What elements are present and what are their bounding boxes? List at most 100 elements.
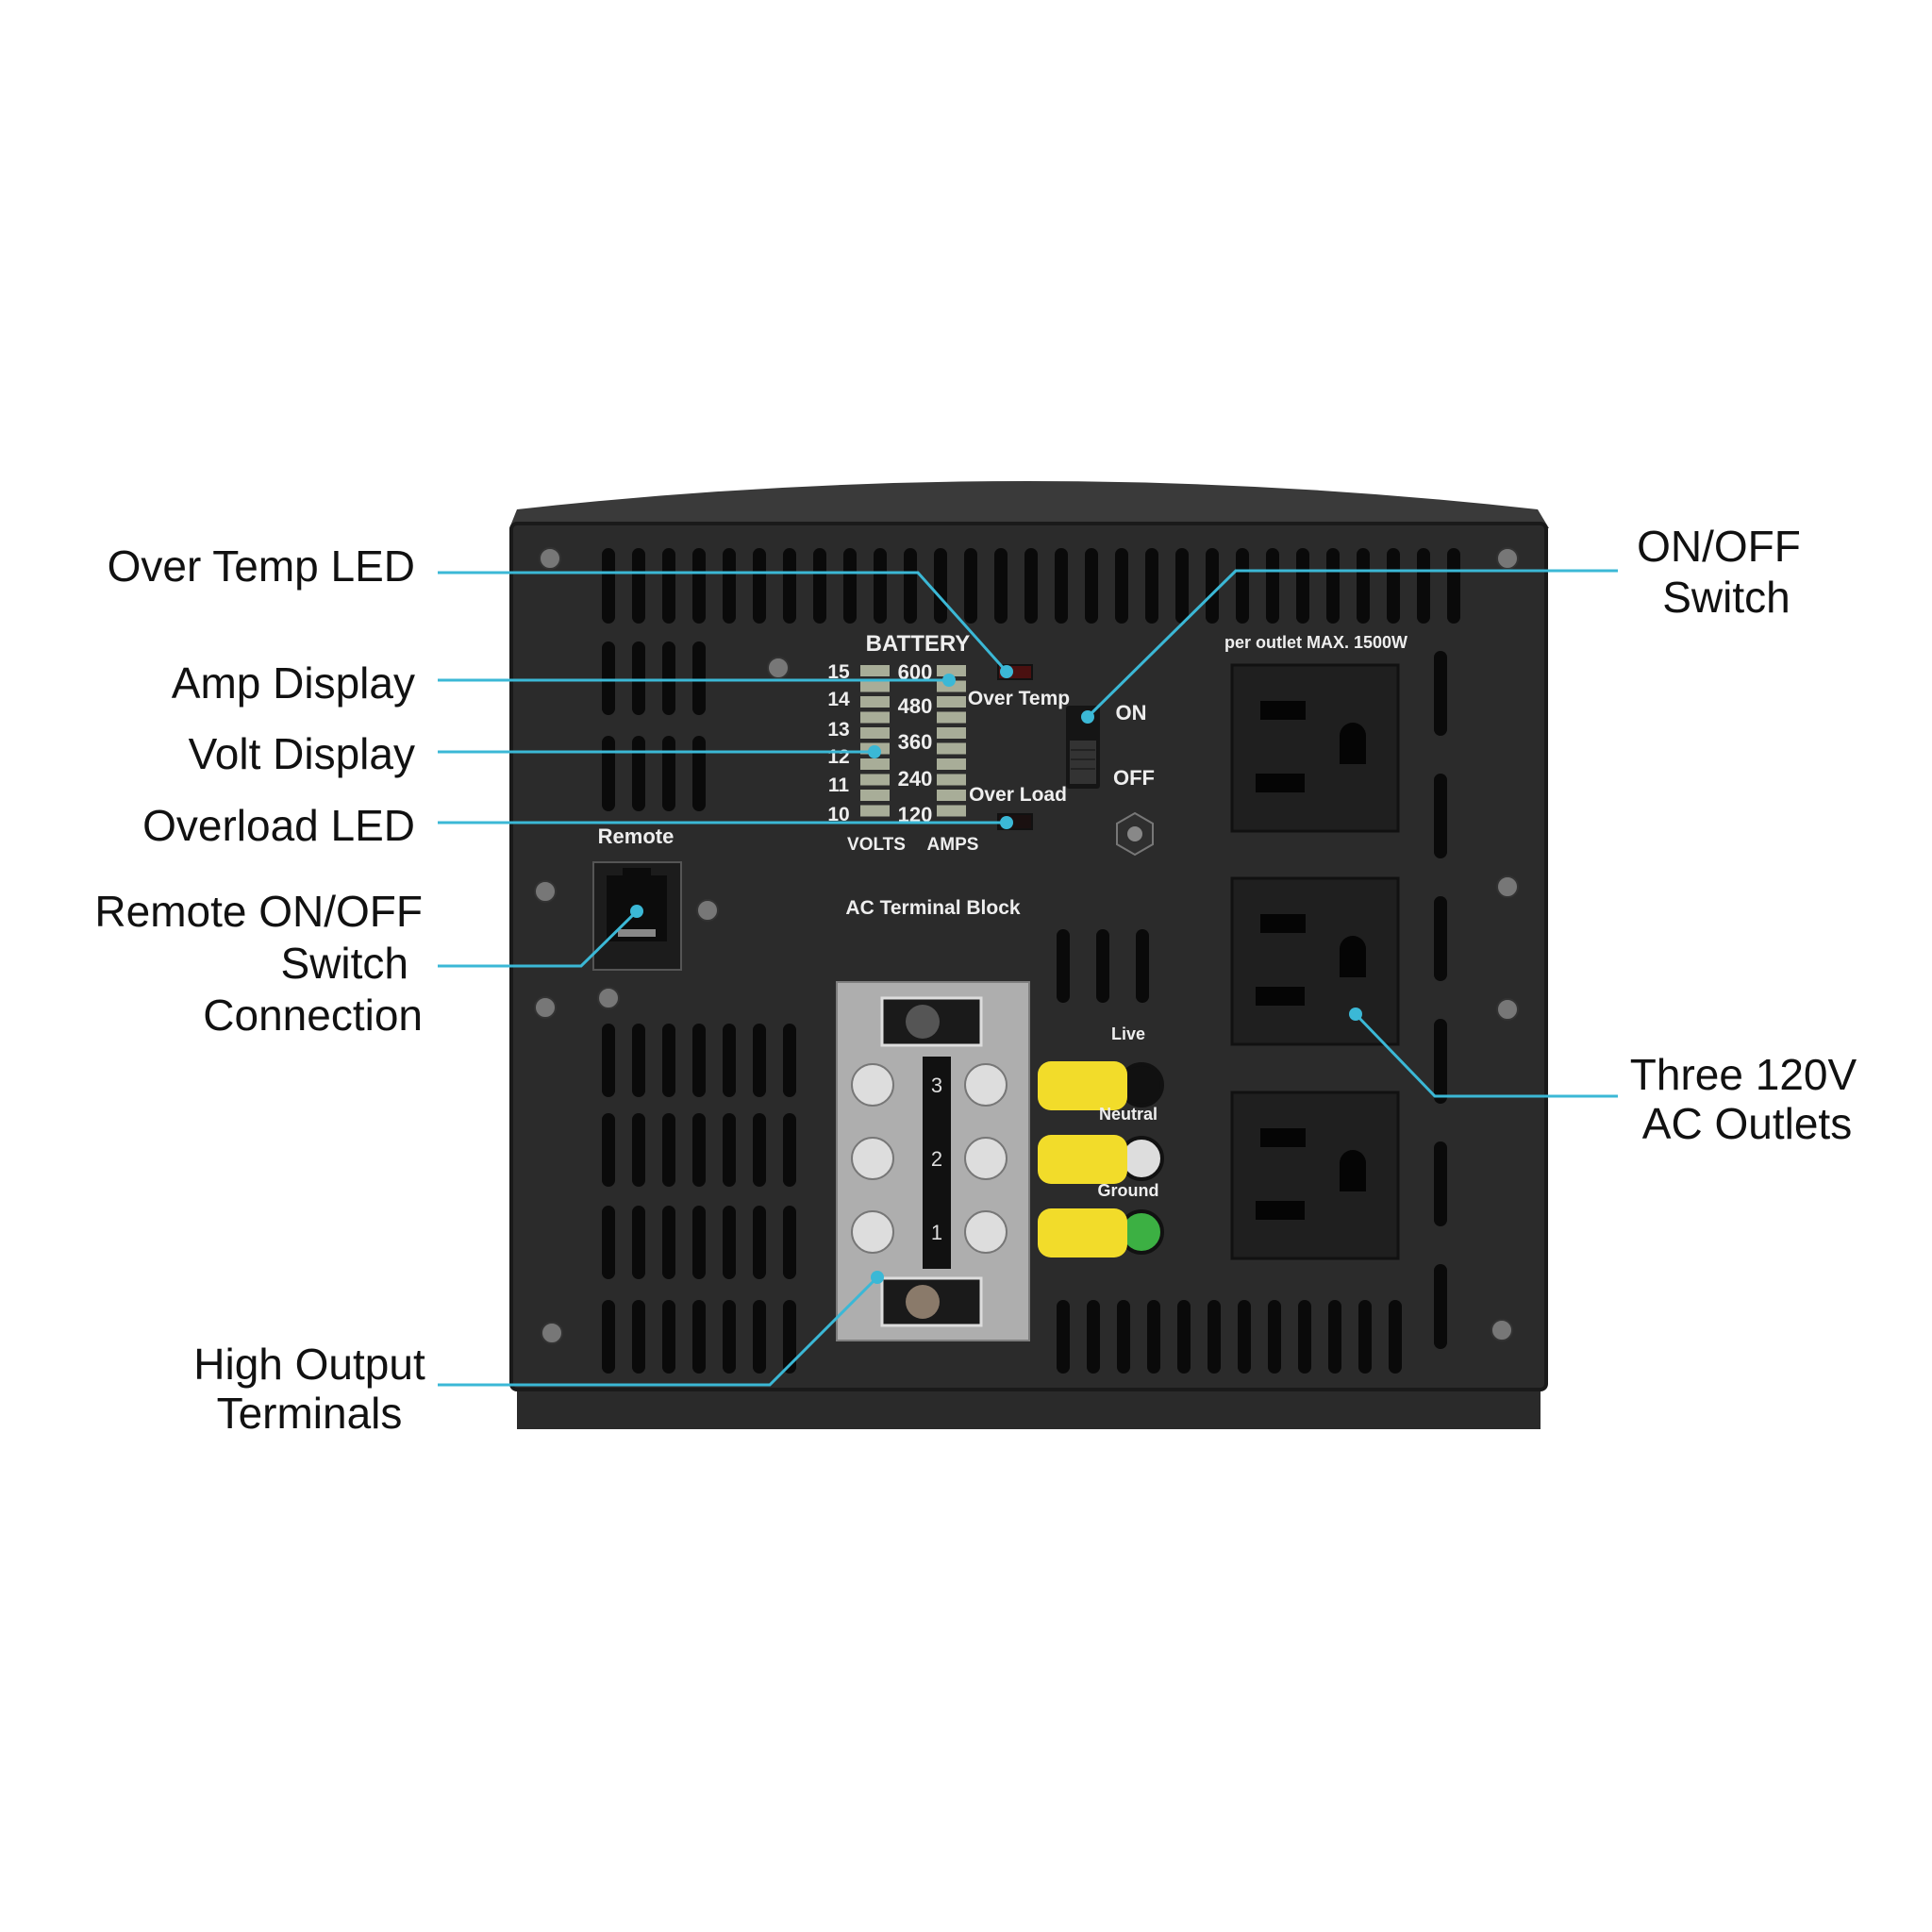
vent-slot	[662, 548, 675, 624]
callout-remote-1: Remote ON/OFF	[94, 887, 423, 936]
switch-on-label: ON	[1116, 701, 1147, 724]
callout-line-remote	[438, 909, 639, 968]
vent-slot	[1147, 1300, 1160, 1374]
yellow-wire-ferrule	[1038, 1061, 1127, 1110]
vent-slot	[632, 548, 645, 624]
ac-outlet	[1230, 1091, 1400, 1260]
outlet-ground-hole	[1340, 1150, 1366, 1191]
screw-icon	[534, 996, 557, 1019]
volts-label: VOLTS	[847, 835, 906, 855]
callout-remote-3: Connection	[203, 991, 423, 1040]
vent-slot	[692, 548, 706, 624]
vent-slot	[1434, 1264, 1447, 1349]
vent-slot	[662, 1113, 675, 1187]
vent-slot	[904, 548, 917, 624]
vent-slot	[783, 548, 796, 624]
vent-slot	[783, 1206, 796, 1279]
vent-slot	[692, 1300, 706, 1374]
outlet-slot	[1256, 774, 1305, 792]
vent-slot	[723, 1024, 736, 1097]
vent-slot	[1434, 651, 1447, 736]
amp-led-segment	[937, 758, 966, 770]
vent-slot	[662, 641, 675, 715]
vent-slot	[602, 1113, 615, 1187]
vent-slot	[753, 1206, 766, 1279]
vent-slot	[692, 1206, 706, 1279]
outlet-slot	[1260, 914, 1306, 933]
vent-slot	[753, 1113, 766, 1187]
volt-led-segment	[860, 711, 890, 724]
terminal-number: 1	[931, 1221, 942, 1244]
vent-slot	[934, 548, 947, 624]
power-switch[interactable]	[1066, 706, 1100, 789]
screw-icon	[1496, 547, 1519, 570]
volt-scale-label: 13	[827, 719, 849, 741]
vent-slot	[1057, 1300, 1070, 1374]
vent-slot	[753, 1024, 766, 1097]
battery-label: BATTERY	[866, 631, 971, 657]
terminal-number: 2	[931, 1147, 942, 1171]
ac-outlets	[1230, 663, 1400, 1260]
amp-scale-label: 360	[898, 730, 933, 754]
vent-slot	[874, 548, 887, 624]
callout-terminals-2: Terminals	[217, 1389, 403, 1438]
vent-slots	[602, 548, 1460, 1374]
amp-led-segment	[937, 774, 966, 786]
remote-label: Remote	[598, 824, 675, 848]
amp-led-segment	[937, 665, 966, 676]
amp-scale-label: 480	[898, 694, 933, 718]
vent-slot	[1298, 1300, 1311, 1374]
callout-outlets-1: Three 120V	[1630, 1050, 1857, 1099]
callout-switch-2: Switch	[1662, 573, 1790, 622]
vent-slot	[964, 548, 977, 624]
over-temp-label: Over Temp	[968, 688, 1070, 709]
vent-slot	[1387, 548, 1400, 624]
vent-slot	[1434, 1019, 1447, 1104]
vent-slot	[753, 548, 766, 624]
vent-slot	[1434, 1141, 1447, 1226]
volt-led-segment	[860, 727, 890, 739]
vent-slot	[1268, 1300, 1281, 1374]
vent-slot	[662, 1206, 675, 1279]
vent-slot	[813, 548, 826, 624]
vent-slot	[602, 1024, 615, 1097]
screw-icon	[541, 1322, 563, 1344]
ground-label: Ground	[1098, 1181, 1159, 1200]
callout-amp-display: Amp Display	[172, 658, 415, 708]
vent-slot	[602, 641, 615, 715]
neutral-label: Neutral	[1099, 1105, 1158, 1124]
vent-slot	[783, 1024, 796, 1097]
screw-icon	[696, 899, 719, 922]
vent-slot	[1326, 548, 1340, 624]
vent-slot	[1417, 548, 1430, 624]
vent-slot	[1087, 1300, 1100, 1374]
screw-icon	[597, 987, 620, 1009]
amp-scale-label: 240	[898, 767, 933, 791]
vent-slot	[632, 736, 645, 811]
vent-slot	[1145, 548, 1158, 624]
ac-outlet	[1230, 876, 1400, 1046]
vent-slot	[723, 1206, 736, 1279]
callout-terminals-1: High Output	[193, 1340, 425, 1389]
vent-slot	[632, 641, 645, 715]
vent-slot	[1117, 1300, 1130, 1374]
outlet-slot	[1260, 701, 1306, 720]
amp-led-segment	[937, 742, 966, 755]
amps-label: AMPS	[927, 835, 979, 855]
outlet-ground-hole	[1340, 936, 1366, 977]
vent-slot	[1434, 896, 1447, 981]
vent-slot	[843, 548, 857, 624]
vent-slot	[692, 1113, 706, 1187]
outlet-rating-label: per outlet MAX. 1500W	[1224, 633, 1407, 652]
callout-line-outlets	[1354, 1012, 1618, 1098]
volt-led-segment	[860, 665, 890, 676]
volt-scale-label: 12	[827, 746, 849, 768]
callout-over-temp-led: Over Temp LED	[108, 541, 415, 591]
vent-slot	[1447, 548, 1460, 624]
amp-led-column	[937, 665, 966, 817]
outlet-slot	[1260, 1128, 1306, 1147]
outlet-face	[1230, 1091, 1400, 1260]
vent-slot	[1358, 1300, 1372, 1374]
callout-line-terminals	[438, 1275, 879, 1387]
